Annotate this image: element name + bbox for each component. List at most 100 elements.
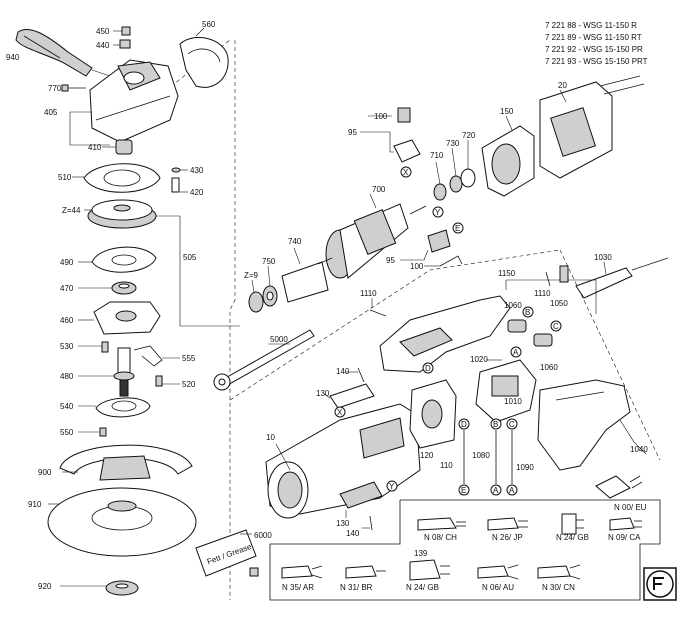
label-140a: 140 (336, 367, 350, 376)
plug-label-au: N 06/ AU (482, 583, 514, 592)
screw-520: 520 (155, 375, 196, 389)
marker-y-2: Y (389, 482, 395, 491)
plug-label-jp: N 26/ JP (492, 533, 523, 542)
flange-460: 460 (60, 301, 161, 335)
bearing-housing-150: 150 (481, 107, 535, 197)
label-480: 480 (60, 372, 74, 381)
label-1040: 1040 (630, 445, 648, 454)
label-z44: Z=44 (62, 206, 81, 215)
label-560: 560 (202, 20, 216, 29)
rear-handle (537, 379, 631, 471)
label-1110a: 1110 (360, 289, 377, 298)
marker-x-1: X (403, 168, 409, 177)
label-100a: 100 (374, 112, 388, 121)
bearings-710-730-720: 710 730 720 Y (430, 131, 476, 218)
label-550: 550 (60, 428, 74, 437)
label-405: 405 (44, 108, 58, 117)
label-130a: 130 (316, 389, 330, 398)
marker-c-2: C (509, 420, 515, 429)
field-stator-20: 20 (539, 75, 645, 179)
label-440: 440 (96, 41, 110, 50)
label-1020: 1020 (470, 355, 488, 364)
label-505: 505 (183, 253, 197, 262)
plug-label-cn: N 30/ CN (542, 583, 575, 592)
label-10: 10 (266, 433, 275, 442)
label-1110b: 1110 (534, 289, 551, 298)
plug-label-ch: N 08/ CH (424, 533, 457, 542)
plug-label-gb-2: N 24/ GB (406, 583, 439, 592)
marker-d-1: D (425, 364, 431, 373)
plug-label-eu: N 00/ EU (614, 503, 647, 512)
screw-530: 530 (60, 341, 109, 353)
label-510: 510 (58, 173, 72, 182)
plug-label-ca: N 09/ CA (608, 533, 641, 542)
marker-e-1: E (455, 224, 460, 233)
label-420: 420 (190, 188, 204, 197)
label-750: 750 (262, 257, 276, 266)
label-95b: 95 (386, 256, 395, 265)
label-730: 730 (446, 139, 460, 148)
plug-gb-2: 139 N 24/ GB (406, 549, 450, 592)
label-100b: 100 (410, 262, 424, 271)
pinion-z9: Z=9 (244, 271, 264, 313)
label-5000: 5000 (270, 335, 288, 344)
bearing-750: 750 (262, 257, 278, 307)
brush-holder-upper: 100 95 X (348, 107, 421, 178)
handle-shell-upper: D (379, 295, 511, 374)
plug-ch: N 08/ CH (417, 517, 466, 542)
label-470: 470 (60, 284, 74, 293)
label-410: 410 (88, 143, 102, 152)
label-710: 710 (430, 151, 444, 160)
switch-cover-130-upper: 140 130 X (316, 367, 375, 418)
plug-ca: N 09/ CA (608, 517, 642, 542)
label-940: 940 (6, 53, 20, 62)
label-740: 740 (288, 237, 302, 246)
screw-550: 550 (60, 427, 107, 437)
cable-sleeve-1030: 1030 (575, 253, 669, 299)
label-700: 700 (372, 185, 386, 194)
label-139: 139 (414, 549, 428, 558)
side-handle-940: 940 (6, 29, 111, 77)
plug-br: N 31/ BR (340, 565, 386, 592)
label-530: 530 (60, 342, 74, 351)
armature-700: 700 (317, 185, 427, 279)
label-460: 460 (60, 316, 74, 325)
ring-540: 540 (60, 397, 151, 418)
marker-b-1: B (525, 308, 530, 317)
label-450: 450 (96, 27, 110, 36)
marker-c-1: C (553, 322, 559, 331)
label-490: 490 (60, 258, 74, 267)
label-910: 910 (28, 500, 42, 509)
label-540: 540 (60, 402, 74, 411)
label-1150: 1150 (498, 269, 516, 278)
spindle-480: 480 (60, 347, 135, 397)
plug-gb-1: N 24/ GB (556, 513, 589, 542)
label-1090: 1090 (516, 463, 534, 472)
screws-110-1080-1090: 110 1080 1090 D E B A C A (440, 418, 534, 496)
marker-d-2: D (461, 420, 467, 429)
marker-b-2: B (493, 420, 498, 429)
label-1010: 1010 (504, 397, 522, 406)
plate-490: 490 (60, 246, 157, 273)
plug-eu: N 00/ EU (595, 475, 647, 512)
switch-assembly-1010: 1020 1010 A (470, 346, 537, 423)
model-list: 7 221 88 - WSG 11-150 R 7 221 89 - WSG 1… (545, 21, 648, 66)
plug-variants: N 08/ CH N 26/ JP N 24/ GB N 00/ EU N 09… (281, 475, 647, 592)
label-95a: 95 (348, 128, 357, 137)
label-140b: 140 (346, 529, 360, 538)
screws-1110-1050: 1110 1110 1050 (360, 265, 569, 317)
cable-1040: 1040 (619, 419, 648, 455)
label-20: 20 (558, 81, 567, 90)
marker-e-2: E (461, 486, 466, 495)
marker-a-1: A (513, 348, 519, 357)
screw-770: 770 (48, 84, 86, 93)
label-520: 520 (182, 380, 196, 389)
grease-tube-6000: Fett / Grease 6000 (195, 529, 272, 577)
pin-430-420: 430 420 (171, 166, 204, 197)
model-2: 7 221 89 - WSG 11-150 RT (545, 33, 642, 42)
clip-555: 555 (133, 345, 196, 367)
guard-clamp-560: 560 (179, 20, 229, 88)
bevel-gear-z44: Z=44 (62, 199, 157, 229)
label-1060a: 1060 (504, 301, 522, 310)
